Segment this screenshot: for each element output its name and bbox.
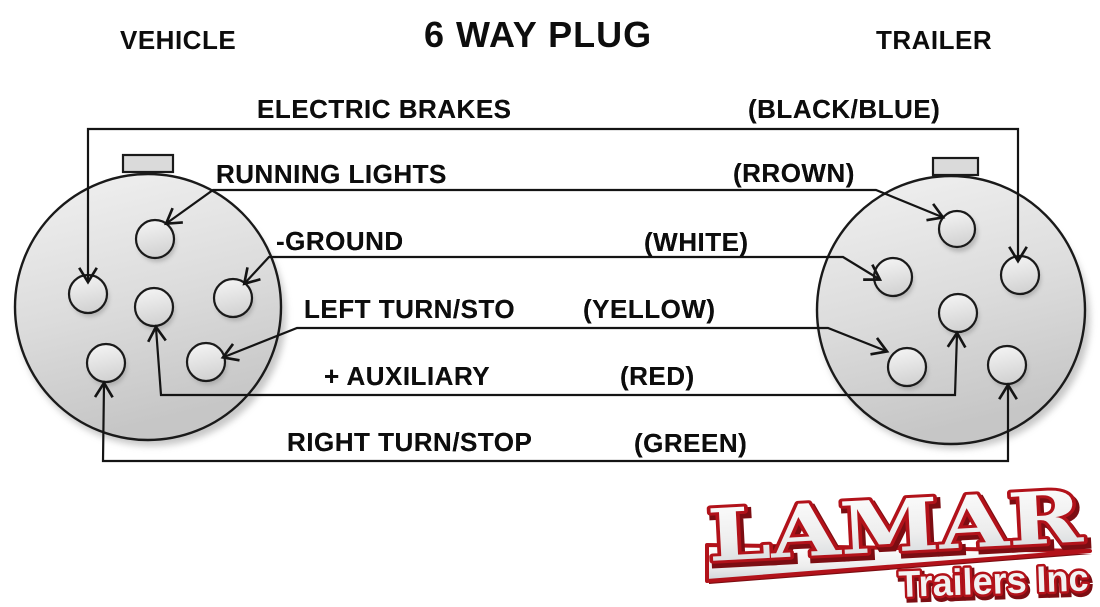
vehicle-pin-auxiliary	[133, 286, 175, 328]
vehicle-connector-pins	[67, 218, 254, 386]
wire-color-auxiliary: (RED)	[620, 361, 695, 391]
trailer-pin-auxiliary	[937, 292, 979, 334]
wire-left-turn	[220, 326, 890, 362]
trailer-pin-electric-brakes	[999, 254, 1041, 296]
trailer-pin-running-lights	[937, 209, 977, 249]
wire-label-electric-brakes: ELECTRIC BRAKES	[257, 94, 512, 124]
wire-label-auxiliary: + AUXILIARY	[324, 361, 491, 391]
logo-subtitle: Trailers Inc	[898, 557, 1089, 605]
wire-electric-brakes	[78, 127, 1028, 285]
wire-label-right-turn: RIGHT TURN/STOP	[287, 427, 533, 457]
vehicle-pin-running-lights	[134, 218, 176, 260]
trailer-connector	[815, 156, 1090, 449]
trailer-pin-ground	[872, 256, 914, 298]
vehicle-pin-left-turn	[185, 341, 227, 383]
trailer-pin-right-turn	[986, 344, 1028, 386]
wire-label-left-turn: LEFT TURN/STO	[304, 294, 516, 324]
page-title: 6 WAY PLUG	[424, 14, 653, 55]
trailer-connector-key-tab	[931, 156, 980, 177]
vehicle-connector	[13, 153, 286, 446]
wire-label-running-lights: RUNNING LIGHTS	[216, 159, 447, 189]
wire-color-right-turn: (GREEN)	[634, 428, 748, 458]
vehicle-pin-right-turn	[85, 342, 127, 384]
wire-color-ground: (WHITE)	[644, 227, 749, 257]
wire-running-lights	[164, 188, 946, 226]
wire-color-electric-brakes: (BLACK/BLUE)	[748, 94, 941, 124]
wire-ground	[242, 255, 883, 286]
wires	[78, 127, 1028, 463]
trailer-pin-left-turn	[886, 346, 928, 388]
wire-right-turn	[93, 380, 1018, 463]
lamar-logo: LAMAR LAMAR Trailers Inc Trailers Inc	[702, 470, 1094, 607]
wire-color-running-lights: (RROWN)	[733, 158, 855, 188]
trailer-heading: TRAILER	[876, 25, 993, 55]
wire-label-ground: -GROUND	[276, 226, 404, 256]
vehicle-connector-key-tab	[121, 153, 175, 174]
logo-swoosh	[705, 543, 1092, 583]
logo-subtitle-shadow: Trailers Inc	[900, 560, 1091, 607]
wire-color-left-turn: (YELLOW)	[583, 294, 716, 324]
vehicle-heading: VEHICLE	[120, 25, 237, 55]
vehicle-pin-ground	[212, 277, 254, 319]
